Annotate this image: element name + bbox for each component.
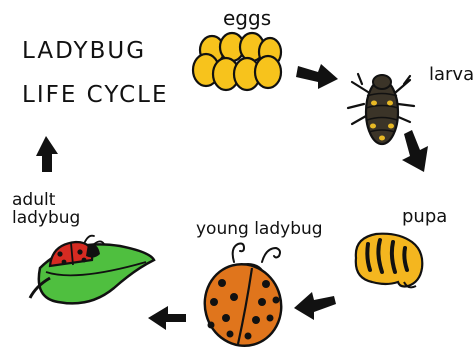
adult-ladybug-on-leaf-illustration	[30, 236, 154, 304]
larva-illustration	[348, 74, 414, 144]
arrow-adult-to-eggs	[36, 136, 58, 172]
arrow-eggs-to-larva	[296, 64, 338, 89]
pupa-illustration	[356, 234, 422, 288]
arrow-young-to-adult	[148, 306, 186, 330]
arrow-pupa-to-young	[294, 292, 336, 320]
young-ladybug-illustration	[196, 244, 291, 354]
arrow-larva-to-pupa	[402, 130, 428, 172]
eggs-illustration	[193, 33, 281, 90]
